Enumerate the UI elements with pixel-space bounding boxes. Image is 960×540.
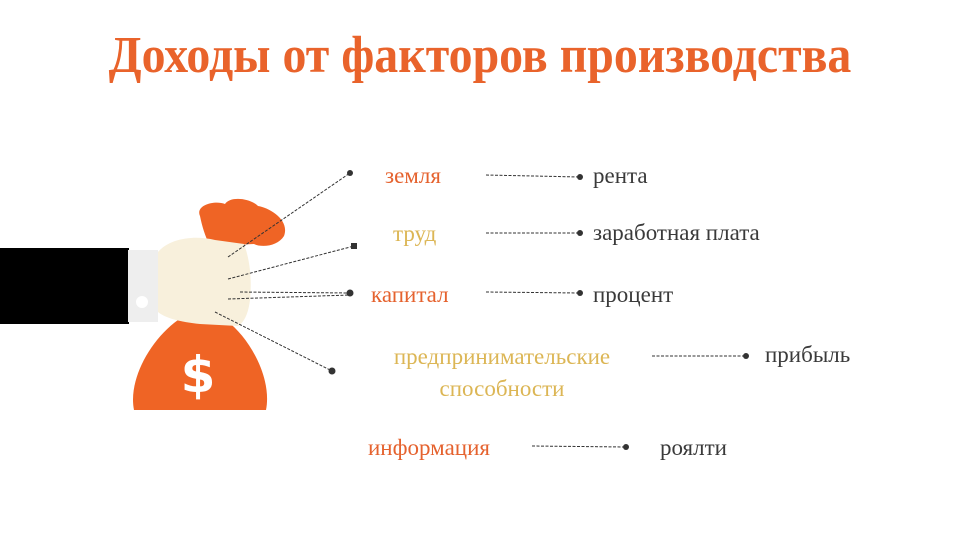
money-bag (133, 320, 268, 410)
income-royalty: роялти (660, 435, 727, 460)
factor-entrepreneurship: предпринимательские способности (369, 341, 635, 405)
cuff-button-icon (136, 296, 148, 308)
cuff (128, 250, 158, 322)
factor-entrepreneurship-line2: способности (439, 376, 565, 401)
dot-icon (743, 353, 749, 359)
dollar-icon: $ (181, 346, 216, 404)
income-wages: заработная плата (593, 220, 760, 245)
factor-labor: труд (393, 221, 437, 246)
income-interest: процент (593, 282, 674, 307)
dot-icon (577, 290, 583, 296)
sleeve (0, 248, 129, 324)
factor-information: информация (368, 435, 490, 460)
factor-entrepreneurship-line1: предпринимательские (393, 344, 611, 369)
dot-icon (328, 367, 336, 375)
income-rent: рента (593, 163, 648, 188)
hand-connectors (214, 172, 355, 372)
dot-icon (577, 230, 583, 236)
dot-icon (347, 170, 353, 176)
dot-icon (623, 444, 629, 450)
factor-income-connectors (485, 174, 746, 448)
hand (158, 237, 251, 326)
dot-icon (577, 174, 583, 180)
factor-capital: капитал (371, 282, 449, 307)
page-title: Доходы от факторов производства (108, 27, 852, 84)
factor-land: земля (385, 163, 441, 188)
square-dot-icon (351, 243, 357, 249)
bag-knot (199, 198, 286, 246)
dot-icon (346, 289, 354, 297)
income-profit: прибыль (765, 342, 851, 367)
